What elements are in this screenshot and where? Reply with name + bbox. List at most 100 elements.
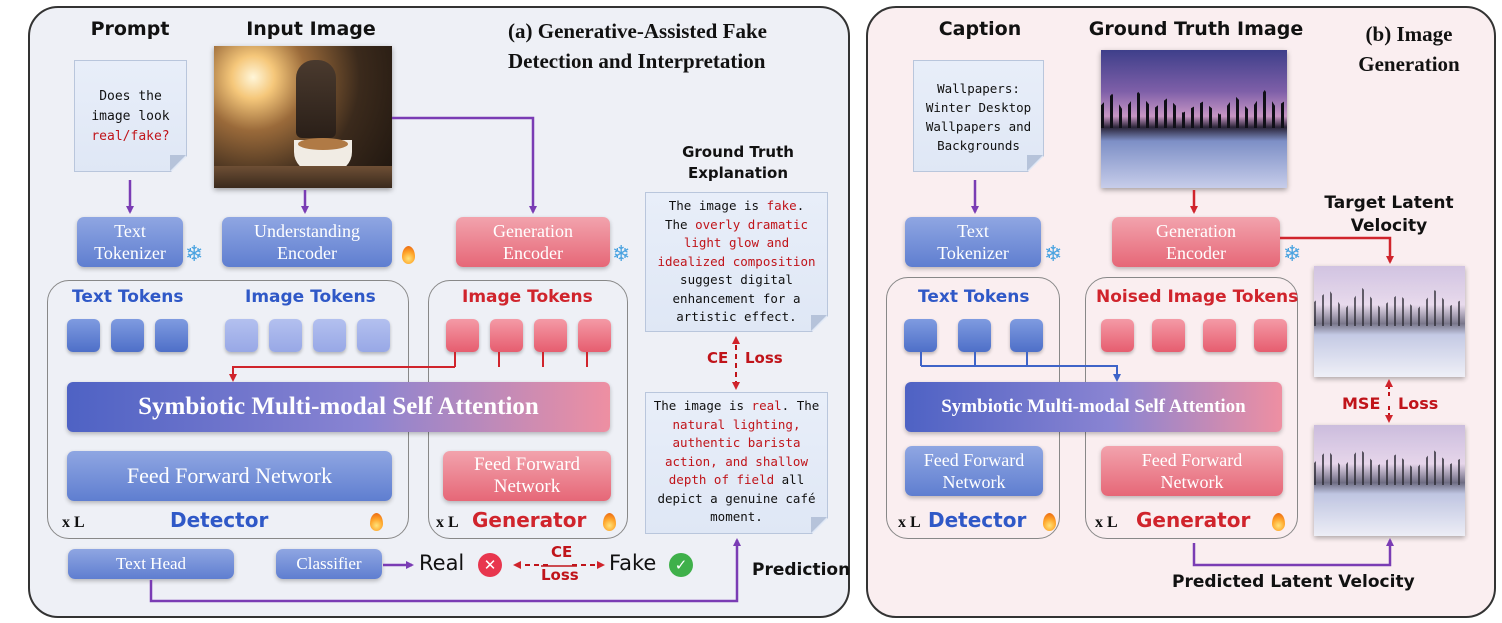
image-token-gen [534, 319, 567, 352]
gt-l3: light glow and [683, 235, 790, 250]
attention-block-b: Symbiotic Multi-modal Self Attention [905, 382, 1282, 432]
generation-encoder-b-l2: Encoder [1166, 243, 1226, 263]
prediction-document: The image is real. The natural lighting,… [645, 392, 828, 534]
prompt-line1: Does the [99, 89, 162, 104]
caption-l3: Wallpapers and [925, 119, 1032, 134]
generation-encoder-b: Generation Encoder [1112, 217, 1280, 267]
input-image-photo [214, 46, 392, 188]
gt-explanation-header-l2: Explanation [687, 164, 789, 182]
noised-tokens-label: Noised Image Tokens [1096, 287, 1299, 307]
ffn-detector-b: Feed Forward Network [905, 446, 1043, 496]
ffn-detector-b-l1: Feed Forward [923, 450, 1025, 470]
text-token [958, 319, 991, 352]
flame-icon [603, 513, 616, 531]
image-token [313, 319, 346, 352]
snowflake-icon: ❄ [185, 242, 204, 267]
xl-generator-b: x L [1095, 514, 1118, 531]
gt-l5: suggest digital [680, 272, 793, 287]
gt-l2b: overly dramatic [695, 216, 808, 232]
panel-b-title-line2: Generation [1358, 52, 1460, 76]
generation-encoder-a-l2: Encoder [503, 243, 563, 263]
gt-l2a: The [665, 216, 696, 232]
classifier-box: Classifier [276, 549, 382, 579]
treeline [1314, 448, 1465, 485]
image-tokens-label-a: Image Tokens [245, 287, 376, 307]
ffn-generator-b: Feed Forward Network [1101, 446, 1283, 496]
generator-label-b: Generator [1136, 508, 1251, 532]
xl-detector-a: x L [62, 514, 85, 531]
target-velocity-l2: Velocity [1350, 216, 1428, 236]
caption-document: Wallpapers: Winter Desktop Wallpapers an… [913, 60, 1044, 172]
gt-l1b: fake [766, 198, 797, 213]
ffn-generator-b-l1: Feed Forward [1141, 450, 1243, 470]
caption-l2: Winter Desktop [925, 100, 1032, 115]
flame-icon [402, 246, 415, 264]
pred-l1c: . The [781, 398, 820, 413]
text-token [155, 319, 188, 352]
attention-block-a: Symbiotic Multi-modal Self Attention [67, 382, 610, 432]
generation-encoder-b-l1: Generation [1156, 221, 1236, 241]
text-tokenizer-b-l1: Text [957, 221, 989, 241]
text-tokenizer-a: Text Tokenizer [77, 217, 183, 267]
ce-loss-h-loss: Loss [541, 566, 579, 584]
gt-l1a: The image is [668, 198, 767, 213]
text-token [1010, 319, 1043, 352]
pred-l1b: real [751, 398, 782, 413]
predicted-velocity-label: Predicted Latent Velocity [1172, 572, 1415, 592]
gt-explanation-header: Ground Truth Explanation [648, 142, 828, 184]
prompt-line2: image look [91, 109, 170, 124]
panel-a-title-line1: (a) Generative-Assisted Fake [508, 19, 767, 43]
xl-generator-a: x L [436, 514, 459, 531]
pred-l1a: The image is [653, 398, 752, 413]
ffn-generator-b-l2: Network [1160, 472, 1224, 492]
image-token-gen [446, 319, 479, 352]
text-tokenizer-b-l2: Tokenizer [937, 243, 1009, 263]
pred-l4: action, and shallow [665, 453, 808, 469]
target-velocity-label: Target Latent Velocity [1316, 192, 1462, 238]
pred-l2: natural lighting, [672, 416, 801, 432]
mse-label: MSE [1342, 394, 1381, 413]
pred-l3: authentic barista [672, 435, 801, 450]
pred-l7: moment. [710, 509, 763, 524]
snowflake-icon: ❄ [1044, 242, 1063, 267]
prompt-line3: real/fake? [91, 129, 170, 144]
flame-icon [1043, 513, 1056, 531]
panel-a-title-line2: Detection and Interpretation [508, 49, 766, 73]
xl-detector-b: x L [898, 514, 921, 531]
image-token [225, 319, 258, 352]
ffn-generator-a-l2: Network [493, 476, 561, 497]
detector-label-a: Detector [170, 508, 269, 532]
text-token [111, 319, 144, 352]
counter [214, 166, 392, 188]
image-tokens-label-gen: Image Tokens [462, 287, 593, 307]
flame-icon [370, 513, 383, 531]
generator-label-a: Generator [472, 508, 587, 532]
generation-encoder-a: Generation Encoder [456, 217, 610, 267]
caption-header: Caption [938, 18, 1022, 40]
caption-l1: Wallpapers: [937, 81, 1020, 96]
pred-l5a: depth of field [668, 472, 775, 487]
gt-l7: artistic effect. [676, 309, 797, 324]
flame-icon [1272, 513, 1285, 531]
real-label: Real [419, 551, 465, 575]
predicted-latent-photo [1314, 425, 1465, 536]
text-token [67, 319, 100, 352]
cross-icon: ✕ [478, 553, 502, 577]
treeline [1314, 288, 1465, 326]
generation-encoder-a-l1: Generation [493, 221, 573, 241]
target-latent-photo [1314, 266, 1465, 377]
pred-l5b: all [774, 472, 805, 487]
ffn-generator-a-l1: Feed Forward [473, 454, 581, 475]
image-token-gen [578, 319, 611, 352]
ground-truth-photo [1101, 50, 1287, 188]
prompt-document: Does the image look real/fake? [74, 60, 187, 172]
text-tokenizer-a-l2: Tokenizer [94, 243, 166, 263]
ffn-generator-a: Feed Forward Network [443, 451, 611, 501]
detector-label-b: Detector [928, 508, 1027, 532]
understanding-encoder-l2: Encoder [277, 243, 337, 263]
ffn-detector-a: Feed Forward Network [67, 451, 392, 501]
text-head-box: Text Head [68, 549, 234, 579]
barista-figure [296, 60, 336, 138]
text-tokens-label-b: Text Tokens [918, 287, 1030, 307]
understanding-encoder-l1: Understanding [254, 221, 360, 241]
